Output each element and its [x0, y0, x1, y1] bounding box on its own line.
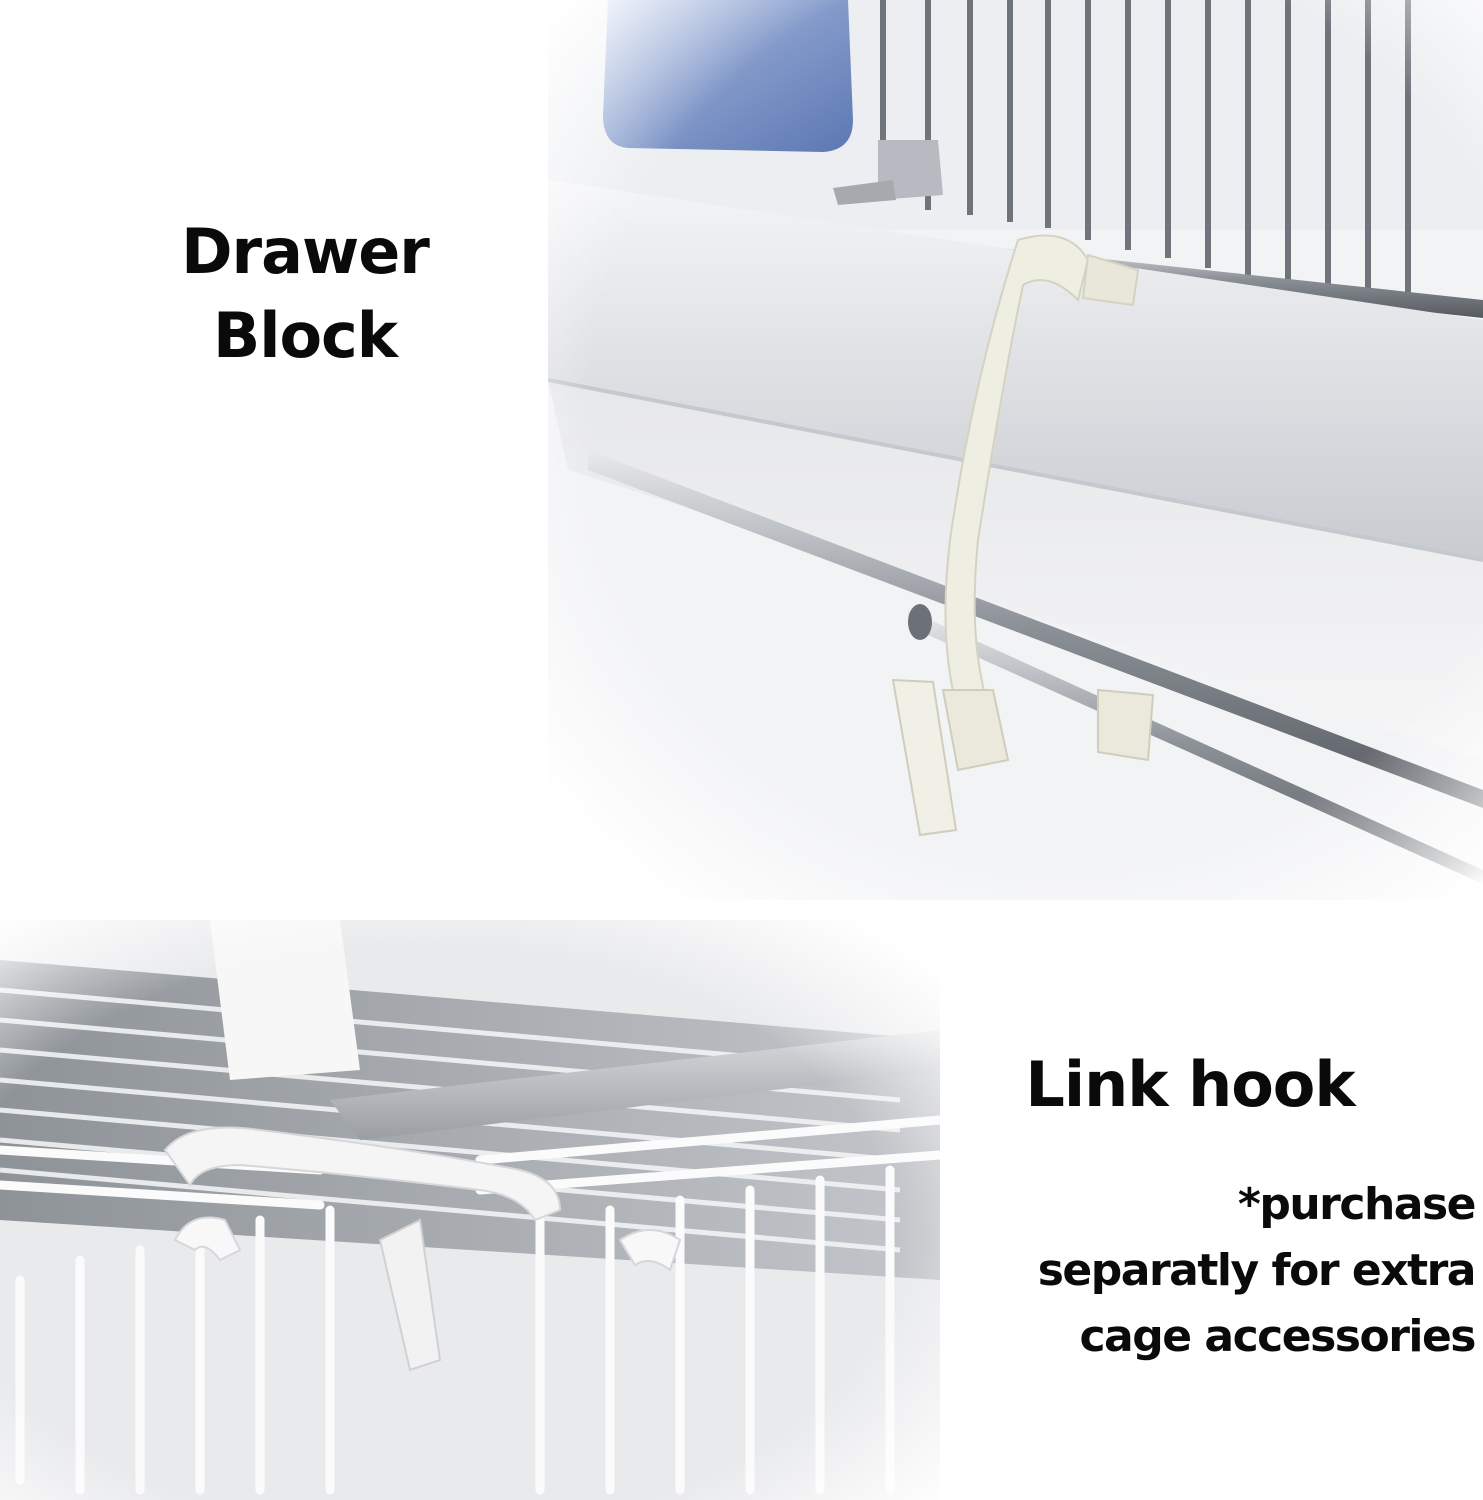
drawer-block-label: Drawer Block [150, 210, 460, 378]
purchase-note-line3: cage accessories [1079, 1311, 1476, 1362]
drawer-block-photo [548, 0, 1483, 900]
drawer-block-label-line2: Block [212, 299, 398, 372]
purchase-note-line1: *purchase [1237, 1179, 1477, 1230]
drawer-block-illustration [548, 0, 1483, 900]
link-hook-photo [0, 920, 940, 1500]
purchase-note: *purchase separatly for extra cage acces… [955, 1172, 1477, 1370]
link-hook-illustration [0, 920, 940, 1500]
purchase-note-line2: separatly for extra [1037, 1245, 1477, 1296]
link-hook-label: Link hook [1025, 1048, 1355, 1121]
drawer-block-label-line1: Drawer [181, 215, 430, 288]
